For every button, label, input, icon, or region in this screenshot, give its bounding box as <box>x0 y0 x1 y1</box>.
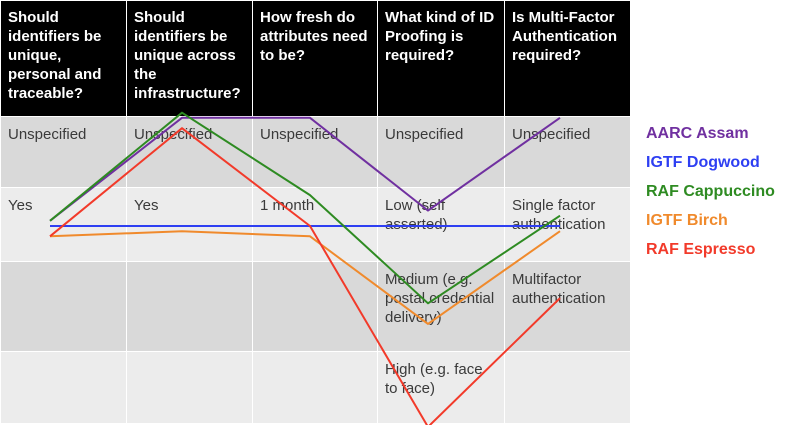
table-cell: Unspecified <box>504 116 631 188</box>
table-cell: Unspecified <box>377 116 505 188</box>
legend-item-raf-cappuccino: RAF Cappuccino <box>646 183 775 200</box>
table-cell <box>252 351 378 424</box>
table-cell: Yes <box>126 187 253 262</box>
table-cell: 1 month <box>252 187 378 262</box>
table-cell: High (e.g. face to face) <box>377 351 505 424</box>
table-cell <box>0 351 127 424</box>
legend-item-igtf-dogwood: IGTF Dogwood <box>646 154 760 171</box>
table-cell: Unspecified <box>252 116 378 188</box>
table-cell <box>126 261 253 352</box>
table-cell <box>126 351 253 424</box>
table-row: Medium (e.g. postal credential delivery)… <box>0 261 631 352</box>
legend-item-igtf-birch: IGTF Birch <box>646 212 728 229</box>
table-cell: Medium (e.g. postal credential delivery) <box>377 261 505 352</box>
table-cell: Unspecified <box>126 116 253 188</box>
table-cell <box>504 351 631 424</box>
table-cell: Unspecified <box>0 116 127 188</box>
column-header-mfa: Is Multi-Factor Authentication required? <box>504 0 631 117</box>
legend-item-aarc-assam: AARC Assam <box>646 125 749 142</box>
comparison-table: Should identifiers be unique, personal a… <box>0 0 631 424</box>
table-cell <box>252 261 378 352</box>
table-row: Unspecified Unspecified Unspecified Unsp… <box>0 116 631 188</box>
header-row: Should identifiers be unique, personal a… <box>0 0 631 117</box>
column-header-attribute-freshness: How fresh do attributes need to be? <box>252 0 378 117</box>
table-cell: Single factor authentication <box>504 187 631 262</box>
column-header-id-proofing: What kind of ID Proofing is required? <box>377 0 505 117</box>
legend-item-raf-espresso: RAF Espresso <box>646 241 756 258</box>
column-header-identifiers-personal: Should identifiers be unique, personal a… <box>0 0 127 117</box>
column-header-identifiers-unique: Should identifiers be unique across the … <box>126 0 253 117</box>
table-row: Yes Yes 1 month Low (self asserted) Sing… <box>0 187 631 262</box>
table-cell: Multifactor authentication <box>504 261 631 352</box>
table-cell: Low (self asserted) <box>377 187 505 262</box>
table-cell <box>0 261 127 352</box>
table-cell: Yes <box>0 187 127 262</box>
table-row: High (e.g. face to face) <box>0 351 631 424</box>
